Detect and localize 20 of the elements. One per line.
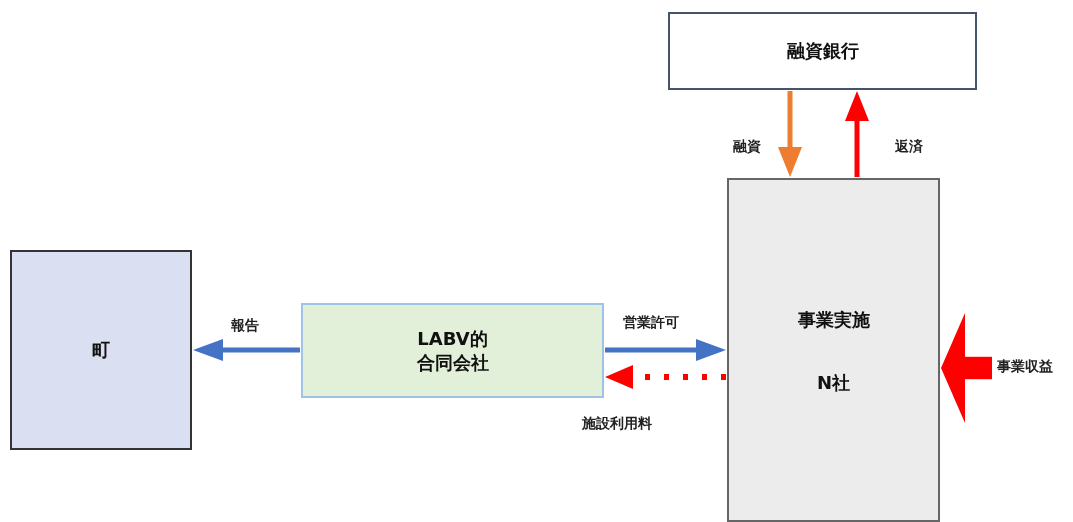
arrow: [845, 91, 869, 177]
arrow: [941, 313, 992, 423]
node-subtitle: N社: [816, 371, 851, 395]
arrow: [193, 339, 300, 361]
town-box: [10, 250, 192, 450]
arrow: [605, 339, 726, 361]
node-title: 事業実施: [797, 308, 870, 332]
edge-label: 報告: [229, 316, 261, 336]
operator-box: [727, 178, 940, 522]
edge-label: 融資: [731, 137, 763, 157]
node-title: 融資銀行: [786, 39, 859, 63]
node-title: 町: [92, 338, 110, 362]
bank-box: [668, 12, 977, 90]
edge-label: 返済: [893, 137, 925, 157]
company-box: [301, 303, 604, 398]
edge-label: 施設利用料: [580, 414, 654, 434]
arrow: [778, 91, 802, 177]
edge-label: 営業許可: [621, 313, 681, 333]
node-title: LABV的合同会社: [415, 327, 490, 374]
arrow: [605, 365, 726, 389]
